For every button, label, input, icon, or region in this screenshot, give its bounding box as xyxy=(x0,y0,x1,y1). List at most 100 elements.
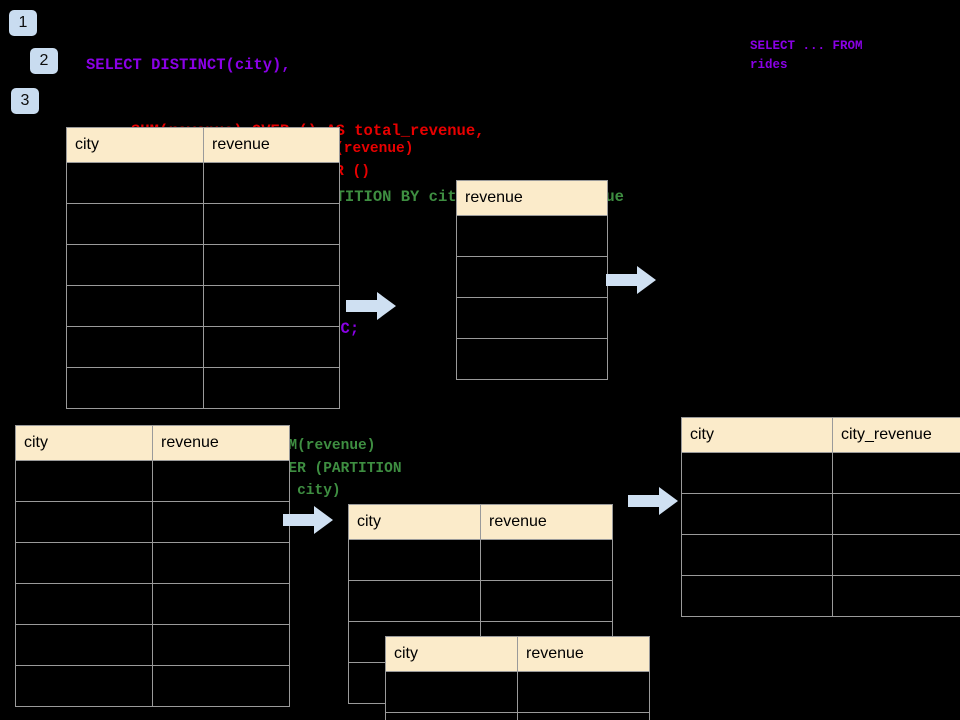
col-header-revenue: revenue xyxy=(152,425,290,461)
table-row xyxy=(681,493,960,535)
arrow-right-icon-4 xyxy=(628,486,678,516)
arrow-right-icon-1 xyxy=(346,291,396,321)
table-cell xyxy=(152,665,290,707)
step-badge-3-label: 3 xyxy=(20,92,30,109)
table-cell xyxy=(203,326,340,368)
arrow-right-icon-3 xyxy=(283,505,333,535)
table-row xyxy=(15,583,290,625)
table-cell xyxy=(456,338,608,380)
table-cell xyxy=(152,624,290,666)
rides-source-table: city revenue xyxy=(66,127,340,409)
table-cell xyxy=(203,203,340,245)
col-header-city-revenue: city_revenue xyxy=(832,417,960,453)
table-header-row: city revenue xyxy=(385,636,650,672)
table-header-row: city city_revenue xyxy=(681,417,960,453)
total-revenue-table: revenue xyxy=(456,180,608,380)
table-cell xyxy=(480,580,613,622)
table-row xyxy=(66,285,340,327)
table-row xyxy=(66,326,340,368)
table-cell xyxy=(66,326,204,368)
step-badge-1-label: 1 xyxy=(18,14,28,31)
table-header-row: city revenue xyxy=(15,425,290,461)
table-cell xyxy=(152,501,290,543)
table-row xyxy=(348,580,613,622)
table-row xyxy=(456,256,608,298)
table-row xyxy=(15,665,290,707)
step-badge-3: 3 xyxy=(11,88,39,114)
table-cell xyxy=(66,162,204,204)
table-cell xyxy=(15,665,153,707)
table-cell xyxy=(203,285,340,327)
col-header-revenue: revenue xyxy=(203,127,340,163)
annotation-select-from: SELECT ... FROM rides xyxy=(750,39,863,72)
col-header-city: city xyxy=(348,504,481,540)
partition-table-front: city revenue xyxy=(385,636,650,720)
table-cell xyxy=(517,671,650,713)
table-cell xyxy=(456,256,608,298)
table-row xyxy=(15,542,290,584)
table-cell xyxy=(66,203,204,245)
table-cell xyxy=(480,539,613,581)
table-cell xyxy=(203,162,340,204)
table-header-row: city revenue xyxy=(348,504,613,540)
table-cell xyxy=(15,542,153,584)
table-cell xyxy=(203,367,340,409)
table-cell xyxy=(66,285,204,327)
table-cell xyxy=(681,493,833,535)
table-cell xyxy=(348,580,481,622)
table-row xyxy=(15,624,290,666)
step-badge-1: 1 xyxy=(9,10,37,36)
table-row xyxy=(456,215,608,257)
table-cell xyxy=(385,712,518,720)
table-cell xyxy=(15,460,153,502)
table-cell xyxy=(832,452,960,494)
table-row xyxy=(15,501,290,543)
step-badge-2-label: 2 xyxy=(39,52,49,69)
result-table: city city_revenue xyxy=(681,417,960,617)
col-header-city: city xyxy=(15,425,153,461)
annotation-sum-over-partition: SUM(revenue) OVER (PARTITION BY city) xyxy=(271,438,402,499)
table-cell xyxy=(456,297,608,339)
table-row xyxy=(681,452,960,494)
table-cell xyxy=(681,452,833,494)
table-cell xyxy=(348,539,481,581)
table-row xyxy=(681,575,960,617)
table-cell xyxy=(681,575,833,617)
table-row xyxy=(385,712,650,720)
table-cell xyxy=(15,501,153,543)
table-cell xyxy=(15,624,153,666)
col-header-city: city xyxy=(66,127,204,163)
table-row xyxy=(66,162,340,204)
table-row xyxy=(66,203,340,245)
col-header-revenue: revenue xyxy=(456,180,608,216)
col-header-city: city xyxy=(681,417,833,453)
col-header-city: city xyxy=(385,636,518,672)
table-cell xyxy=(152,542,290,584)
table-cell xyxy=(152,583,290,625)
table-cell xyxy=(152,460,290,502)
table-cell xyxy=(517,712,650,720)
table-header-row: city revenue xyxy=(66,127,340,163)
arrow-right-icon-2 xyxy=(606,265,656,295)
table-cell xyxy=(832,534,960,576)
table-row xyxy=(385,671,650,713)
rides-source-table-bottom: city revenue xyxy=(15,425,290,707)
col-header-revenue: revenue xyxy=(480,504,613,540)
table-row xyxy=(66,367,340,409)
step-badge-2: 2 xyxy=(30,48,58,74)
table-row xyxy=(15,460,290,502)
table-cell xyxy=(681,534,833,576)
table-row xyxy=(66,244,340,286)
sql-line-select: SELECT DISTINCT(city), xyxy=(86,56,291,74)
table-header-row: revenue xyxy=(456,180,608,216)
table-cell xyxy=(66,244,204,286)
table-cell xyxy=(15,583,153,625)
table-cell xyxy=(385,671,518,713)
table-cell xyxy=(203,244,340,286)
table-row xyxy=(456,297,608,339)
table-row xyxy=(348,539,613,581)
table-cell xyxy=(456,215,608,257)
table-row xyxy=(681,534,960,576)
table-row xyxy=(456,338,608,380)
